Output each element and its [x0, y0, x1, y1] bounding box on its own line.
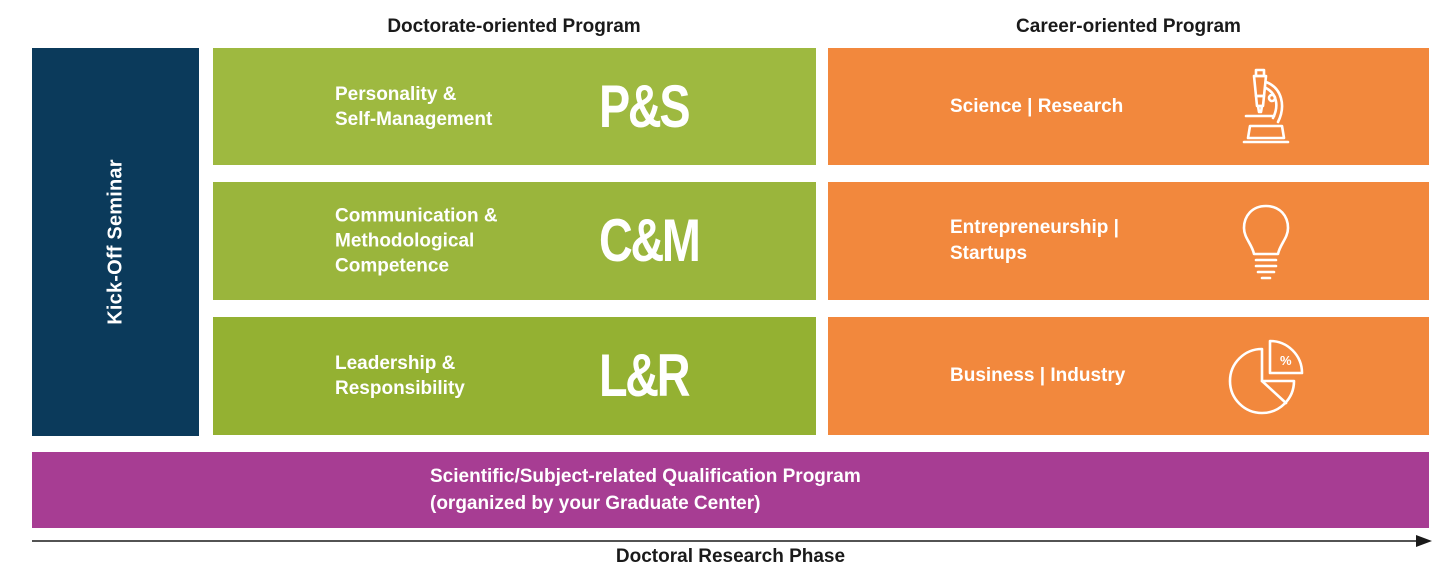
module-label: Personality & Self-Management: [335, 82, 565, 132]
career-business-industry: Business | Industry %: [828, 317, 1429, 435]
career-label-line: Business | Industry: [950, 365, 1126, 386]
module-label-line: Leadership &: [335, 353, 456, 374]
qualification-program-bar: Scientific/Subject-related Qualification…: [32, 452, 1429, 528]
module-label-line: Personality &: [335, 83, 457, 105]
qualification-program-label: Scientific/Subject-related Qualification…: [430, 463, 861, 517]
career-label: Business | Industry: [950, 363, 1200, 389]
module-abbreviation: P&S: [599, 72, 691, 140]
pie-chart-percent-icon: %: [1228, 339, 1304, 415]
module-label-line: Self-Management: [335, 108, 493, 130]
module-label-line: Communication &: [335, 205, 498, 227]
module-label-line: Responsibility: [335, 378, 465, 399]
doctorate-program-header: Doctorate-oriented Program: [387, 16, 641, 37]
career-entrepreneurship-startups: Entrepreneurship | Startups: [828, 182, 1429, 300]
lightbulb-icon: [1242, 204, 1290, 280]
career-label: Entrepreneurship | Startups: [950, 215, 1200, 267]
kickoff-seminar-label: Kick-Off Seminar: [104, 159, 126, 325]
module-abbreviation: L&R: [599, 342, 691, 409]
career-program-header: Career-oriented Program: [1016, 16, 1241, 37]
timeline-arrow: [32, 535, 1432, 547]
career-label: Science | Research: [950, 94, 1200, 120]
career-label-line: Entrepreneurship |: [950, 217, 1119, 238]
percent-symbol: %: [1280, 353, 1292, 368]
microscope-icon: [1242, 68, 1290, 143]
career-label-line: Startups: [950, 243, 1028, 264]
module-abbreviation: C&M: [599, 207, 701, 274]
career-label-line: Science | Research: [950, 95, 1124, 117]
module-label-line: Methodological: [335, 230, 475, 252]
module-label: Communication & Methodological Competenc…: [335, 204, 565, 279]
kickoff-seminar-block: Kick-Off Seminar: [32, 48, 199, 436]
module-communication-methodological-competence: Communication & Methodological Competenc…: [213, 182, 816, 300]
qualification-line: Scientific/Subject-related Qualification…: [430, 466, 861, 487]
qualification-line: (organized by your Graduate Center): [430, 493, 761, 514]
module-personality-self-management: Personality & Self-Management P&S: [213, 48, 816, 165]
doctoral-research-phase-label: Doctoral Research Phase: [615, 546, 846, 567]
module-label: Leadership & Responsibility: [335, 351, 565, 401]
career-science-research: Science | Research: [828, 48, 1429, 165]
module-leadership-responsibility: Leadership & Responsibility L&R: [213, 317, 816, 435]
module-label-line: Competence: [335, 255, 450, 277]
